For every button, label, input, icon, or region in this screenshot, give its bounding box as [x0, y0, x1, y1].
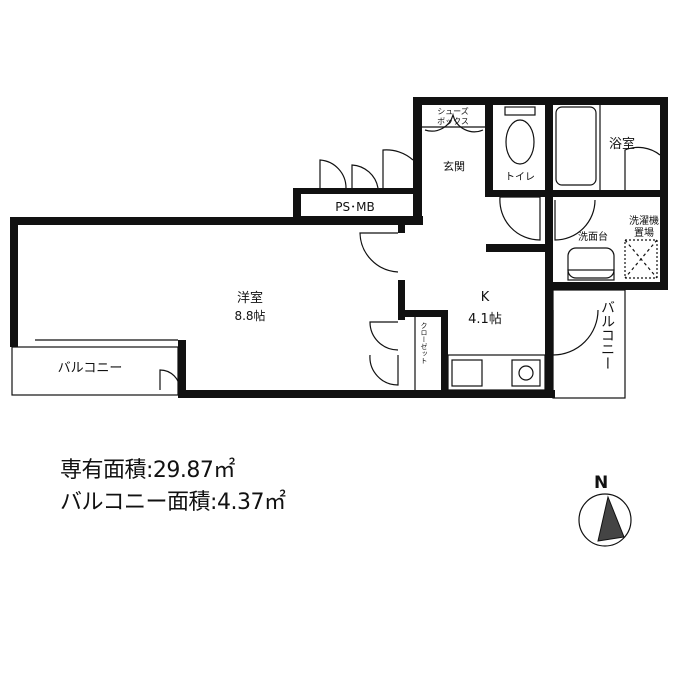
ps-mb-label: PS･MB [335, 200, 374, 214]
entrance-label: 玄関 [443, 159, 465, 173]
closet-label: クローゼット [420, 322, 428, 364]
thin-lines [11, 105, 661, 399]
kitchen-name: K [481, 290, 490, 305]
laundry-label-1: 洗濯機 [629, 214, 659, 227]
north-arrow-icon: N [578, 473, 632, 547]
compass-label: N [594, 473, 608, 493]
room-labels: 洋室 8.8帖 K 4.1帖 バルコニー バルコニー 浴室 洗濯機 置場 洗面台… [58, 106, 659, 376]
balcony-west-label: バルコニー [58, 361, 123, 376]
shoe-box-label-1: シューズ [437, 106, 469, 116]
western-room-size: 8.8帖 [234, 308, 265, 323]
shoe-box-label-2: ボックス [437, 117, 469, 126]
washbasin-label: 洗面台 [578, 230, 608, 243]
kitchen-size: 4.1帖 [468, 312, 502, 327]
walls [10, 97, 668, 398]
balcony-east-label: バルコニー [599, 300, 615, 370]
toilet-label: トイレ [505, 172, 535, 183]
western-room-name: 洋室 [237, 290, 263, 306]
laundry-label-2: 置場 [634, 226, 654, 239]
bathroom-label: 浴室 [609, 136, 635, 152]
balcony-area: バルコニー面積:4.37㎡ [60, 490, 286, 515]
exclusive-area: 専有面積:29.87㎡ [60, 458, 235, 483]
